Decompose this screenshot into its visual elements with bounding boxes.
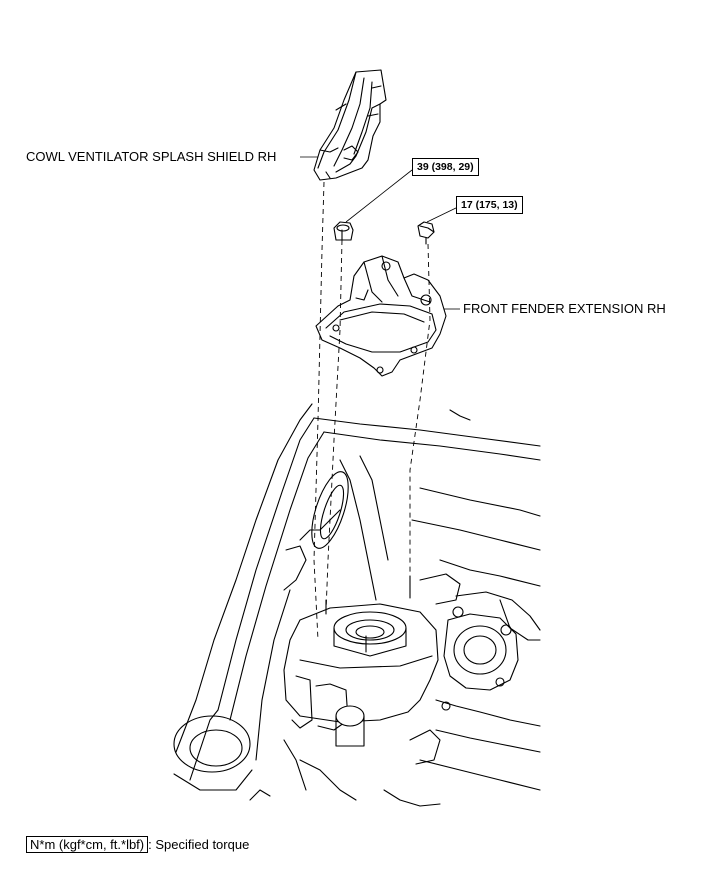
- fender-extension-label: FRONT FENDER EXTENSION RH: [463, 301, 666, 316]
- nut-torque-badge: 39 (398, 29): [412, 158, 479, 176]
- assembly-lines: [313, 181, 431, 641]
- bolt-part: [417, 221, 435, 245]
- torque-legend: N*m (kgf*cm, ft.*lbf): Specified torque: [26, 836, 249, 854]
- cowl-shield-label: COWL VENTILATOR SPLASH SHIELD RH: [26, 149, 277, 164]
- legend-text: : Specified torque: [148, 837, 250, 852]
- engine-bay: [173, 403, 541, 807]
- cowl-ventilator-splash-shield: [313, 69, 387, 181]
- bolt-torque-badge: 17 (175, 13): [456, 196, 523, 214]
- nut-part: [333, 221, 354, 241]
- front-fender-extension: [315, 255, 447, 377]
- legend-unit-box: N*m (kgf*cm, ft.*lbf): [26, 836, 149, 853]
